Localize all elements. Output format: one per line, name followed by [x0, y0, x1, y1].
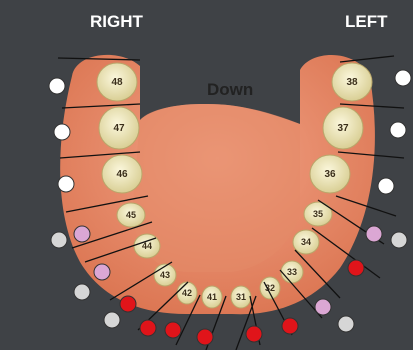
tooth-34[interactable]: 34 [293, 230, 319, 254]
marker-33-2[interactable] [338, 316, 354, 332]
tooth-number: 33 [287, 267, 297, 277]
marker-38-1[interactable] [395, 70, 411, 86]
marker-31-1[interactable] [197, 329, 213, 345]
tooth-45[interactable]: 45 [117, 203, 145, 227]
tooth-47[interactable]: 47 [99, 107, 139, 149]
marker-45-2[interactable] [74, 226, 90, 242]
label-right: RIGHT [90, 12, 143, 32]
label-left: LEFT [345, 12, 388, 32]
label-down: Down [207, 80, 253, 100]
tooth-number: 43 [160, 270, 170, 280]
tooth-37[interactable]: 37 [323, 107, 363, 149]
marker-44-2[interactable] [74, 284, 90, 300]
tooth-number: 47 [113, 123, 125, 134]
marker-47-1[interactable] [54, 124, 70, 140]
tooth-number: 38 [346, 77, 358, 88]
marker-32-1[interactable] [246, 326, 262, 342]
tooth-38[interactable]: 38 [332, 63, 372, 101]
marker-45-1[interactable] [51, 232, 67, 248]
tooth-42[interactable]: 42 [177, 282, 197, 304]
marker-43-2[interactable] [104, 312, 120, 328]
tooth-number: 45 [126, 210, 136, 220]
tooth-number: 35 [313, 209, 323, 219]
tooth-number: 37 [337, 123, 349, 134]
tooth-number: 34 [301, 237, 311, 247]
tooth-36[interactable]: 36 [310, 155, 350, 193]
tooth-number: 46 [116, 169, 128, 180]
marker-34-2[interactable] [348, 260, 364, 276]
marker-43-1[interactable] [120, 296, 136, 312]
marker-34-1[interactable] [315, 299, 331, 315]
tooth-48[interactable]: 48 [97, 63, 137, 101]
marker-48-1[interactable] [49, 78, 65, 94]
marker-36-1[interactable] [378, 178, 394, 194]
marker-37-1[interactable] [390, 122, 406, 138]
tooth-46[interactable]: 46 [102, 155, 142, 193]
tooth-33[interactable]: 33 [281, 261, 303, 283]
tooth-31[interactable]: 31 [231, 286, 251, 308]
marker-46-1[interactable] [58, 176, 74, 192]
tooth-41[interactable]: 41 [202, 286, 222, 308]
tooth-number: 42 [182, 288, 192, 298]
tooth-43[interactable]: 43 [154, 264, 176, 286]
tooth-number: 48 [111, 77, 123, 88]
marker-44-1[interactable] [94, 264, 110, 280]
tooth-32[interactable]: 32 [260, 277, 280, 299]
marker-33-1[interactable] [282, 318, 298, 334]
tooth-number: 31 [236, 292, 246, 302]
tooth-number: 36 [324, 169, 336, 180]
tooth-number: 41 [207, 292, 217, 302]
tooth-44[interactable]: 44 [134, 234, 160, 258]
marker-35-2[interactable] [391, 232, 407, 248]
marker-41-1[interactable] [165, 322, 181, 338]
marker-35-1[interactable] [366, 226, 382, 242]
tooth-35[interactable]: 35 [304, 202, 332, 226]
marker-42-1[interactable] [140, 320, 156, 336]
